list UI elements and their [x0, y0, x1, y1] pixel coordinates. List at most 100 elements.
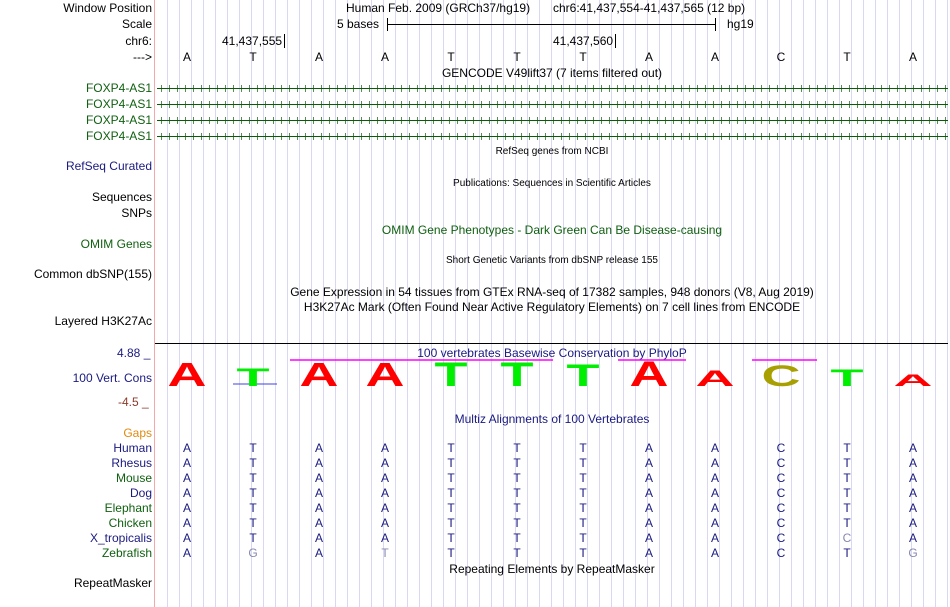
- position-tick-2: 41,437,560: [553, 34, 617, 48]
- alignment-base: C: [776, 501, 786, 515]
- alignment-base: A: [182, 471, 192, 485]
- alignment-base: A: [710, 441, 720, 455]
- alignment-base: T: [447, 486, 455, 500]
- alignment-base: A: [644, 456, 654, 470]
- alignment-base: A: [182, 546, 192, 560]
- alignment-base: T: [447, 441, 455, 455]
- alignment-base: T: [843, 471, 851, 485]
- base-letter: A: [314, 50, 324, 64]
- alignment-base: A: [182, 441, 192, 455]
- alignment-base: A: [314, 486, 324, 500]
- alignment-base: A: [314, 441, 324, 455]
- alignment-base: A: [644, 471, 654, 485]
- alignment-base: T: [513, 531, 521, 545]
- dbsnp-title: Short Genetic Variants from dbSNP releas…: [446, 255, 658, 266]
- snps-label[interactable]: SNPs: [121, 206, 152, 220]
- alignment-base: T: [249, 486, 257, 500]
- alignment-base: T: [513, 456, 521, 470]
- species-label: Chicken: [108, 516, 152, 530]
- repeatmasker-title: Repeating Elements by RepeatMasker: [449, 562, 655, 576]
- gene-model-line[interactable]: [157, 85, 948, 92]
- logo-letter: T: [567, 358, 600, 393]
- alignment-base: A: [380, 456, 390, 470]
- alignment-base: C: [776, 546, 786, 560]
- omim-title: OMIM Gene Phenotypes - Dark Green Can Be…: [381, 223, 723, 237]
- position-tick-1: 41,437,555: [222, 34, 286, 48]
- alignment-base: A: [710, 471, 720, 485]
- refseq-label[interactable]: RefSeq Curated: [65, 159, 152, 173]
- alignment-base: A: [314, 471, 324, 485]
- alignment-base: A: [182, 456, 192, 470]
- logo-letter: T: [435, 355, 469, 393]
- assembly-text: Human Feb. 2009 (GRCh37/hg19): [346, 1, 531, 15]
- alignment-base: C: [842, 531, 852, 545]
- logo-letter: A: [167, 356, 206, 393]
- gene-label[interactable]: FOXP4-AS1: [85, 129, 152, 143]
- omim-label[interactable]: OMIM Genes: [80, 237, 152, 251]
- sequences-label[interactable]: Sequences: [91, 190, 152, 204]
- base-letter: T: [513, 50, 521, 64]
- alignment-base: A: [710, 531, 720, 545]
- gene-label[interactable]: FOXP4-AS1: [85, 81, 152, 95]
- alignment-base: T: [579, 501, 587, 515]
- alignment-base: A: [644, 501, 654, 515]
- alignment-base: T: [447, 546, 455, 560]
- base-letter: A: [380, 50, 390, 64]
- alignment-base: T: [447, 471, 455, 485]
- alignment-base: T: [513, 486, 521, 500]
- logo-letter: A: [630, 354, 669, 393]
- alignment-base: A: [380, 501, 390, 515]
- alignment-base: C: [776, 486, 786, 500]
- chrom-label: chr6:: [125, 34, 152, 48]
- alignment-base: A: [380, 516, 390, 530]
- h3k27ac-title: H3K27Ac Mark (Often Found Near Active Re…: [303, 300, 801, 314]
- repeatmasker-label[interactable]: RepeatMasker: [73, 576, 152, 590]
- alignment-base: A: [908, 456, 918, 470]
- label-separator: [154, 0, 155, 607]
- dbsnp-label[interactable]: Common dbSNP(155): [33, 267, 152, 281]
- gene-label[interactable]: FOXP4-AS1: [85, 113, 152, 127]
- species-label: Mouse: [115, 471, 152, 485]
- gene-model-line[interactable]: [157, 133, 948, 140]
- alignment-base: T: [579, 471, 587, 485]
- species-label: Human: [113, 441, 152, 455]
- alignment-base: T: [513, 501, 521, 515]
- alignment-base: C: [776, 531, 786, 545]
- alignment-base: T: [513, 546, 521, 560]
- alignment-base: T: [579, 456, 587, 470]
- scale-label: Scale: [121, 17, 152, 31]
- h3k27ac-label[interactable]: Layered H3K27Ac: [54, 314, 152, 328]
- species-label: Zebrafish: [101, 546, 152, 560]
- alignment-base: A: [380, 531, 390, 545]
- alignment-base: G: [248, 546, 258, 560]
- alignment-base: A: [908, 471, 918, 485]
- cons-label[interactable]: 100 Vert. Cons: [72, 371, 152, 385]
- position-text[interactable]: chr6:41,437,554-41,437,565 (12 bp): [553, 1, 746, 15]
- window-position-label: Window Position: [63, 1, 152, 15]
- alignment-base: T: [843, 516, 851, 530]
- base-letter: T: [579, 50, 587, 64]
- base-letter: T: [249, 50, 257, 64]
- alignment-base: A: [182, 516, 192, 530]
- alignment-base: A: [908, 441, 918, 455]
- strand-label: --->: [133, 50, 152, 64]
- gene-model-line[interactable]: [157, 117, 948, 124]
- alignment-base: T: [249, 516, 257, 530]
- alignment-base: T: [249, 471, 257, 485]
- alignment-base: C: [776, 441, 786, 455]
- alignment-base: T: [843, 486, 851, 500]
- scale-text: 5 bases: [337, 17, 380, 31]
- alignment-base: A: [380, 441, 390, 455]
- alignment-base: T: [513, 441, 521, 455]
- gene-label[interactable]: FOXP4-AS1: [85, 97, 152, 111]
- alignment-base: A: [644, 441, 654, 455]
- cons-title: 100 vertebrates Basewise Conservation by…: [417, 346, 687, 360]
- alignment-base: A: [710, 516, 720, 530]
- species-label: Elephant: [104, 501, 152, 515]
- alignment-base: T: [843, 546, 851, 560]
- alignment-base: T: [843, 501, 851, 515]
- gencode-title: GENCODE V49lift37 (7 items filtered out): [441, 66, 663, 80]
- scale-bar: [387, 18, 716, 31]
- base-letter: C: [776, 50, 786, 64]
- gene-model-line[interactable]: [157, 101, 948, 108]
